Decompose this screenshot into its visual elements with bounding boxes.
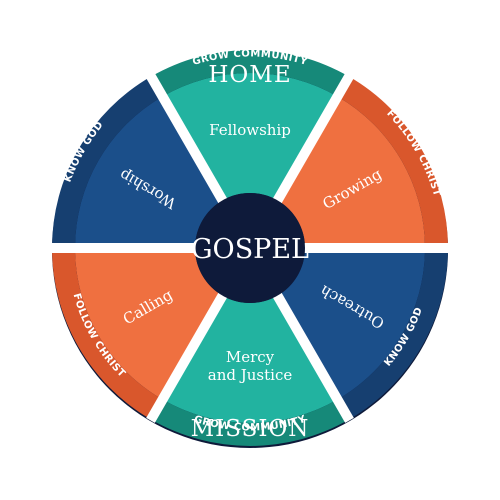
outer-top-label: HOME <box>208 62 291 88</box>
center-label: GOSPEL <box>191 234 309 265</box>
outer-bottom-label: MISSION <box>191 416 310 442</box>
spoke-separator <box>146 73 228 205</box>
segment-worship <box>75 96 223 248</box>
band-worship <box>52 76 163 248</box>
band-mercy-and-justice <box>151 399 349 446</box>
band-growing <box>337 76 448 248</box>
center-hub <box>195 193 305 303</box>
spoke-separator <box>272 73 354 205</box>
spoke-separator <box>146 291 228 423</box>
segment-label-fellowship: Fellowship <box>209 121 291 139</box>
segment-growing <box>277 96 425 248</box>
band-outreach <box>337 248 448 420</box>
spoke-separator <box>272 291 354 423</box>
band-fellowship <box>151 49 349 97</box>
segment-outreach <box>277 248 425 400</box>
segment-bands <box>52 49 448 446</box>
segment-calling <box>75 248 223 400</box>
band-calling <box>52 248 163 420</box>
